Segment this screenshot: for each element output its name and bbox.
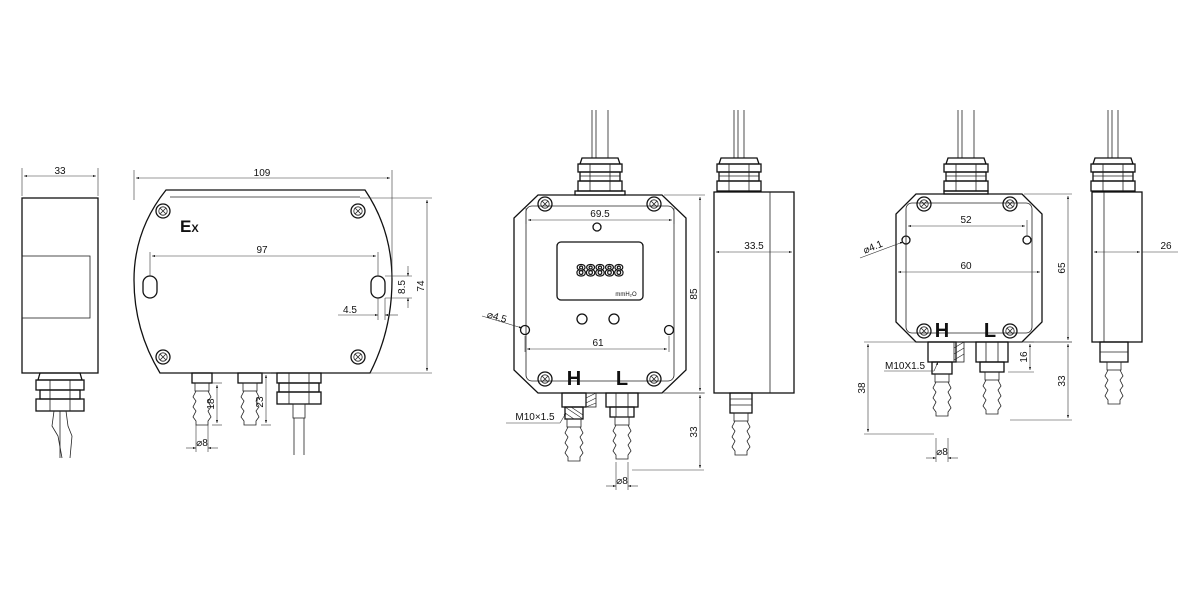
hose-barb-icon	[731, 412, 751, 456]
port-h-label: H	[935, 320, 949, 342]
explosion-proof-side-view: 33	[21, 166, 99, 459]
ex-marking: EX	[180, 217, 199, 236]
corner-screw-icon	[350, 349, 366, 365]
inner-width-label: 97	[256, 245, 268, 256]
thread-label: M10×1.5	[515, 412, 555, 423]
standard-type-front-view: H L 52 60 ⌀4.1 65	[857, 110, 1072, 462]
hose-barb-icon	[564, 418, 584, 462]
display-type-front-view: 88888 mmH₂O H L 69.5 61 ⌀4.5 85	[481, 110, 705, 490]
height-label: 65	[1057, 262, 1068, 274]
nipple-length-label: 33	[689, 426, 700, 438]
corner-screw-icon	[350, 203, 366, 219]
cable-gland-icon	[577, 157, 623, 192]
lcd-digits: 88888	[576, 261, 623, 280]
explosion-proof-front-view: EX 109 97 74 8.5 4.5	[133, 168, 432, 455]
cable-gland-icon	[943, 157, 989, 192]
front-width-label: 109	[254, 168, 271, 179]
height-label: 74	[416, 280, 427, 292]
corner-screw-icon	[646, 196, 662, 212]
width-label: 69.5	[590, 209, 610, 220]
cable-gland-icon	[276, 372, 322, 455]
mounting-slot	[142, 275, 158, 299]
port-l-label: L	[984, 320, 996, 342]
nipple-dia-label: ⌀8	[616, 476, 628, 487]
cable-gland-icon	[1090, 157, 1136, 192]
thread-label: M10X1.5	[885, 361, 925, 372]
hose-barb-icon	[612, 416, 632, 460]
nipple-length-left-label: 18	[206, 398, 217, 410]
depth-label: 26	[1160, 241, 1172, 252]
height-label: 85	[689, 288, 700, 300]
corner-screw-icon	[916, 196, 932, 212]
side-width-label: 33	[54, 166, 66, 177]
slot-offset-label: 4.5	[343, 305, 357, 316]
hose-barb-icon	[932, 373, 952, 417]
hose-barb-icon	[1104, 361, 1124, 405]
hose-barb-icon	[982, 371, 1002, 415]
nipple-dia-label: ⌀8	[936, 447, 948, 458]
hole-dia-label: ⌀4.1	[862, 239, 885, 257]
port-h-label: H	[567, 368, 581, 390]
port-height-label: 16	[1019, 351, 1030, 363]
corner-screw-icon	[1002, 196, 1018, 212]
standard-type-side-view: 26	[1090, 110, 1178, 405]
cable-gland-icon	[716, 157, 762, 192]
mounting-hole	[663, 324, 675, 336]
corner-screw-icon	[537, 196, 553, 212]
mounting-hole	[1022, 235, 1032, 245]
hole-spacing-label: 52	[960, 215, 972, 226]
slot-height-label: 8.5	[397, 280, 408, 294]
corner-screw-icon	[155, 203, 171, 219]
corner-screw-icon	[537, 371, 553, 387]
overall-length-label: 38	[857, 382, 868, 394]
mounting-hole	[519, 324, 531, 336]
corner-screw-icon	[155, 349, 171, 365]
hole-spacing-label: 61	[592, 338, 604, 349]
mounting-slot	[370, 275, 386, 299]
nipple-dia-label: ⌀8	[196, 438, 208, 449]
corner-screw-icon	[646, 371, 662, 387]
width-label: 60	[960, 261, 972, 272]
hole-dia-label: ⌀4.5	[486, 310, 509, 326]
port-l-label: L	[616, 368, 628, 390]
display-type-side-view: 33.5	[713, 110, 795, 456]
corner-screw-icon	[916, 323, 932, 339]
nipple-length-label: 33	[1057, 375, 1068, 387]
corner-screw-icon	[1002, 323, 1018, 339]
depth-label: 33.5	[744, 241, 764, 252]
lcd-display	[556, 241, 644, 301]
nipple-length-right-label: 23	[255, 396, 266, 408]
lcd-unit: mmH₂O	[615, 292, 637, 298]
